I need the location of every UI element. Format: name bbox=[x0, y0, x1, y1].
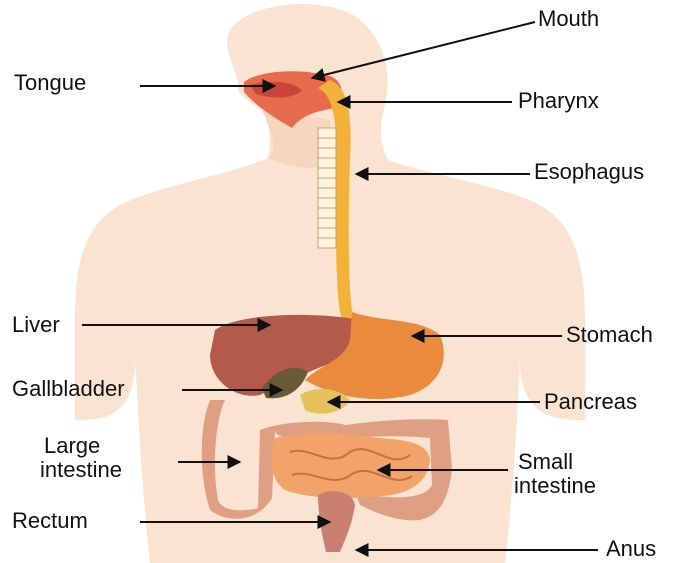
label-pancreas: Pancreas bbox=[544, 391, 637, 413]
label-pharynx: Pharynx bbox=[518, 90, 599, 112]
label-esophagus: Esophagus bbox=[534, 161, 644, 183]
label-rectum: Rectum bbox=[12, 510, 88, 532]
label-large-intestine-line1: Large bbox=[44, 434, 100, 458]
label-mouth: Mouth bbox=[538, 8, 599, 30]
label-stomach: Stomach bbox=[566, 324, 653, 346]
label-large-intestine-line2: intestine bbox=[40, 458, 122, 482]
label-anus: Anus bbox=[606, 538, 656, 560]
label-small-intestine-line1: Small bbox=[518, 450, 573, 474]
small-intestine-shape bbox=[271, 434, 430, 499]
label-liver: Liver bbox=[12, 314, 60, 336]
label-gallbladder: Gallbladder bbox=[12, 378, 125, 400]
label-small-intestine-line2: intestine bbox=[514, 474, 596, 498]
label-tongue: Tongue bbox=[14, 72, 86, 94]
trachea bbox=[318, 128, 336, 248]
